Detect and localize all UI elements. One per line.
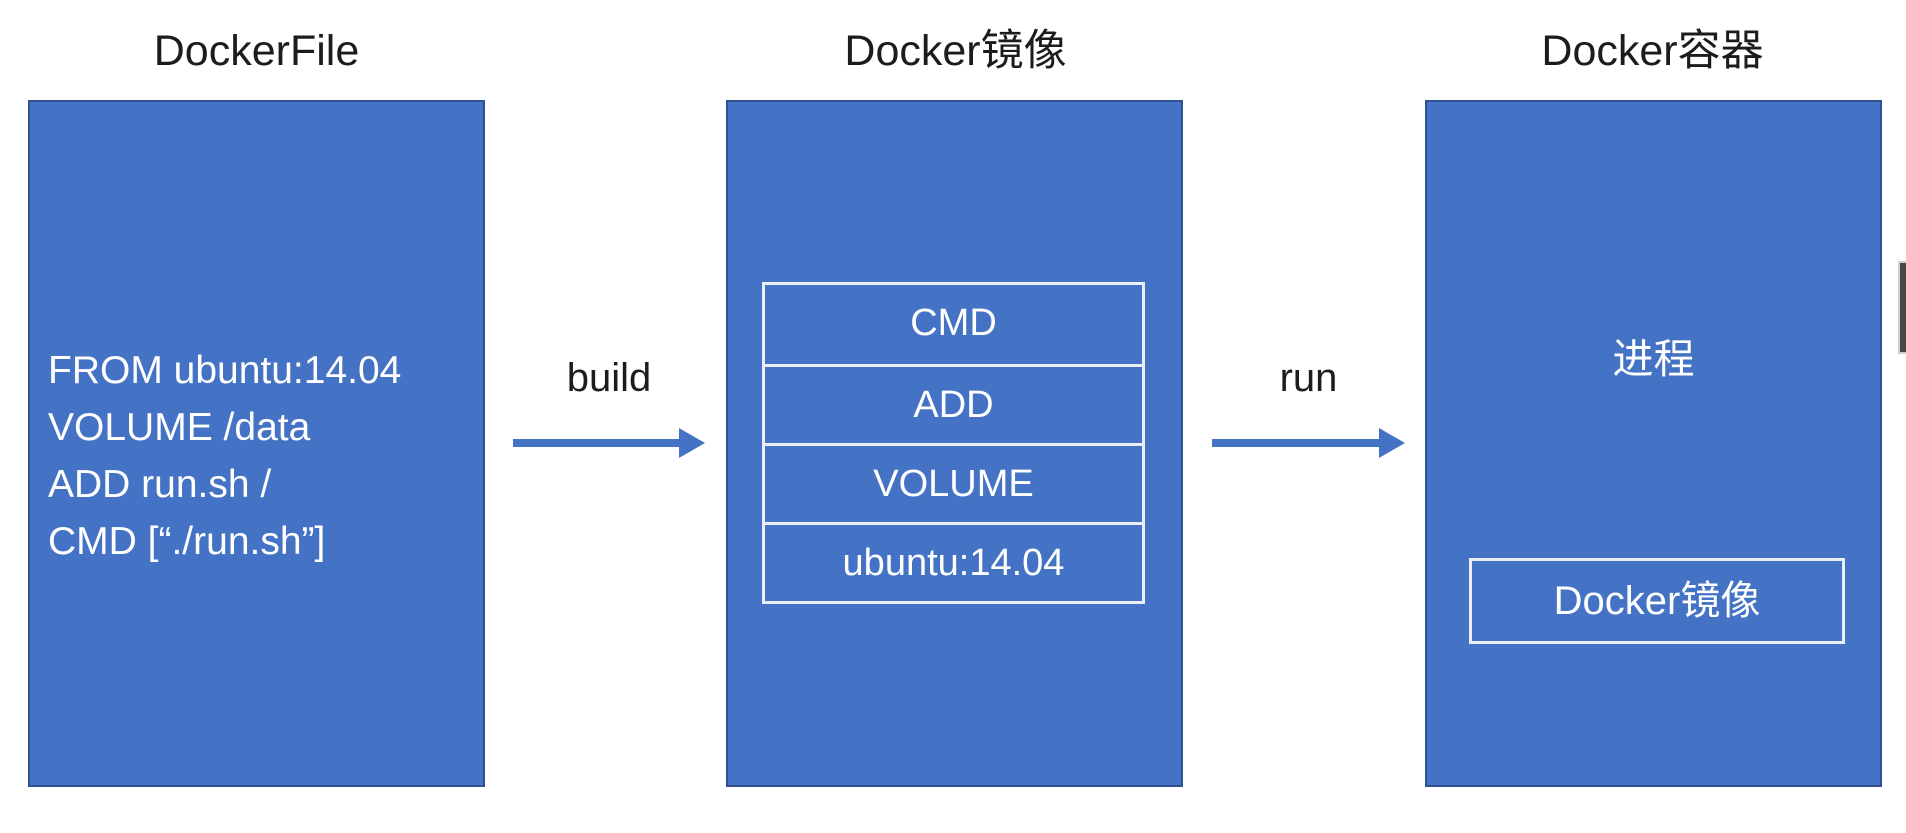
dockerfile-instructions: FROM ubuntu:14.04 VOLUME /data ADD run.s… [48, 342, 475, 570]
docker-image-title: Docker镜像 [844, 27, 1067, 75]
run-arrow-label: run [1279, 356, 1338, 400]
image-layer-cmd: CMD [910, 302, 997, 344]
image-layer-add: ADD [765, 364, 1142, 443]
dockerfile-box: FROM ubuntu:14.04 VOLUME /data ADD run.s… [28, 100, 485, 787]
build-arrow-shaft [513, 439, 683, 447]
build-arrow-head [679, 428, 705, 458]
image-layer-table: CMD ADD VOLUME ubuntu:14.04 [762, 282, 1145, 604]
docker-container-box: 进程 Docker镜像 [1425, 100, 1882, 787]
dockerfile-instruction-from: FROM ubuntu:14.04 [48, 349, 402, 392]
image-layer-base: ubuntu:14.04 [765, 522, 1142, 601]
process-label: 进程 [1612, 336, 1695, 382]
docker-image-box: CMD ADD VOLUME ubuntu:14.04 [726, 100, 1183, 787]
dockerfile-instruction-volume: VOLUME /data [48, 406, 311, 449]
docker-container-title: Docker容器 [1541, 27, 1764, 75]
build-arrow-label: build [566, 356, 652, 400]
image-layer-volume: VOLUME [765, 443, 1142, 522]
dockerfile-instruction-cmd: CMD [“./run.sh”] [48, 520, 326, 563]
run-arrow-head [1379, 428, 1405, 458]
build-arrow [513, 428, 705, 458]
dockerfile-title: DockerFile [153, 27, 360, 75]
dockerfile-instruction-add: ADD run.sh / [48, 463, 272, 506]
run-arrow-shaft [1212, 439, 1383, 447]
run-arrow [1212, 428, 1405, 458]
container-inner-image-box: Docker镜像 [1469, 558, 1845, 644]
clipped-edge-shape [1898, 261, 1906, 354]
container-inner-image-label: Docker镜像 [1553, 579, 1761, 623]
